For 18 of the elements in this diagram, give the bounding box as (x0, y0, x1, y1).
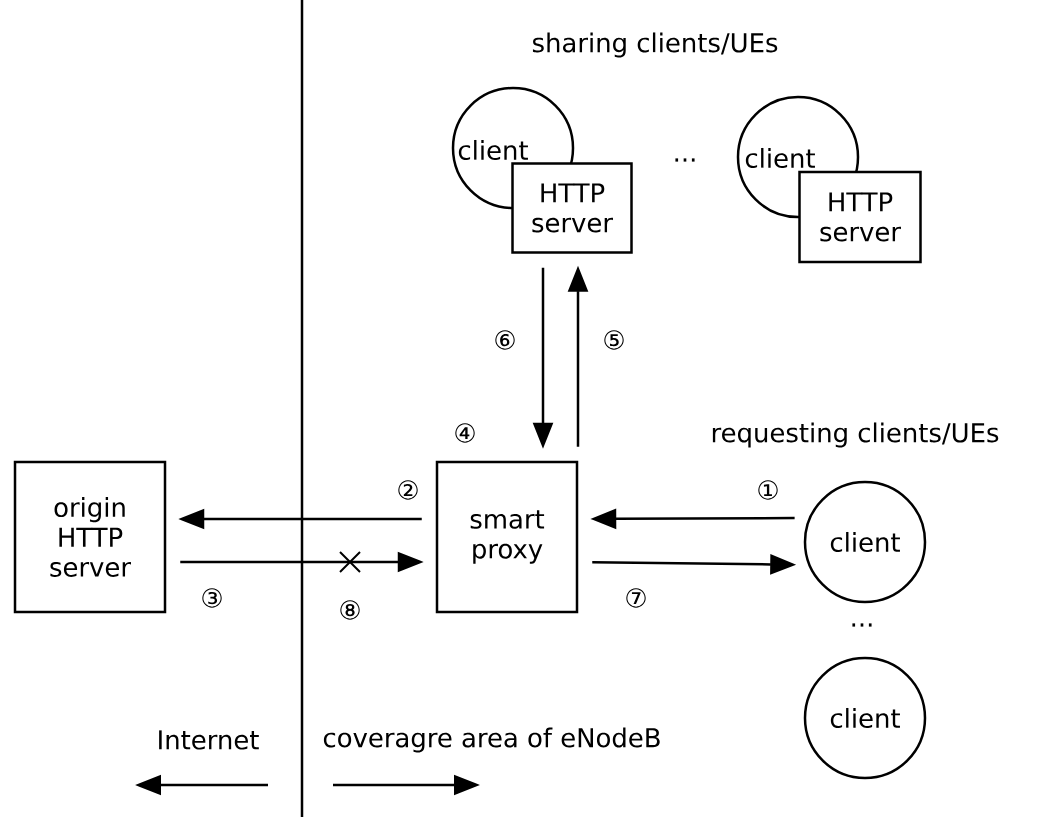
step-number: ④ (455, 423, 475, 443)
step-number: ⑥ (495, 330, 515, 350)
ellipsis: ... (852, 623, 872, 627)
step-number: ③ (202, 588, 222, 608)
area-label: Internet (159, 730, 259, 750)
server-box: HTTP server (798, 170, 922, 264)
server-box: origin HTTP server (13, 460, 167, 614)
server-box: smart proxy (435, 460, 579, 614)
group-label: sharing clients/UEs (532, 32, 778, 58)
step-number: ① (758, 480, 778, 500)
step-number: ② (398, 480, 418, 500)
server-box: HTTP server (511, 162, 633, 254)
step-number: ⑦ (626, 588, 646, 608)
area-label: coveragre area of eNodeB (323, 727, 660, 753)
step-number: ⑧ (340, 600, 360, 620)
group-label: requesting clients/UEs (712, 422, 999, 448)
ellipsis: ... (675, 158, 695, 162)
step-number: ⑤ (604, 330, 624, 350)
